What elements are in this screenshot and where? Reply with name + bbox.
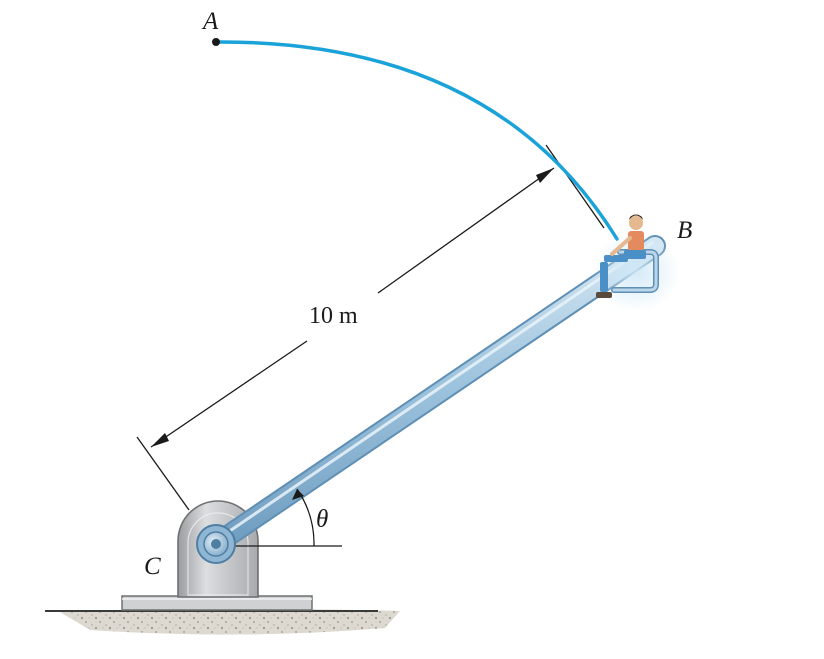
boom-arm [205,235,666,555]
point-a-dot [212,38,220,46]
label-point-b: B [677,217,692,244]
dimension-line [136,144,605,511]
pin-c [196,524,236,564]
ground [45,608,400,635]
seat-cab [611,249,659,293]
label-length: 10 m [309,303,358,329]
trajectory-path [212,38,619,241]
base-plate [121,595,313,611]
label-point-c: C [144,553,161,580]
label-angle-theta: θ [316,506,328,533]
angle-arc [292,488,315,547]
label-point-a: A [201,8,219,35]
passenger-figure [596,214,646,298]
